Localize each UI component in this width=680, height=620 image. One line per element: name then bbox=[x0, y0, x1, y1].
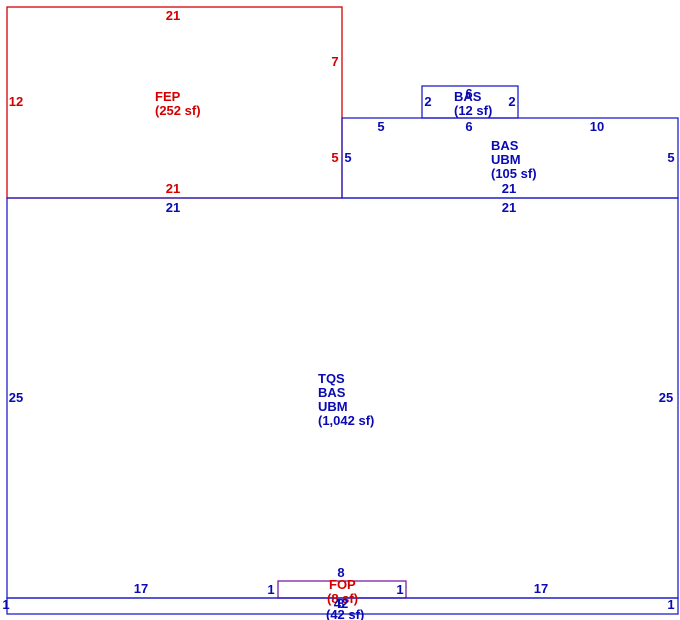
main-code3-label: UBM bbox=[318, 399, 348, 414]
fep-left-dimension: 12 bbox=[9, 94, 23, 109]
fop-top-dimension: 8 bbox=[337, 565, 344, 580]
main-code1-label: TQS bbox=[318, 371, 345, 386]
main-top-left-dimension: 21 bbox=[166, 200, 180, 215]
fep-top-dimension: 21 bbox=[166, 8, 180, 23]
fop-area-label: (8 sf) bbox=[327, 591, 358, 606]
ubm-bottom-dimension: 21 bbox=[502, 181, 516, 196]
fop-bottom-dimension: 8 bbox=[337, 596, 344, 611]
strip-area-label: (42 sf) bbox=[326, 607, 364, 620]
fep-code-label: FEP bbox=[155, 89, 181, 104]
fep-right-dimension: 7 bbox=[331, 54, 338, 69]
bas-ubm-code2-label: UBM bbox=[491, 152, 521, 167]
main-left-dimension: 25 bbox=[9, 390, 23, 405]
bas-small-bottom-dimension: 6 bbox=[465, 119, 472, 134]
fep-area-label: (252 sf) bbox=[155, 103, 201, 118]
ubm-left-dimension: 5 bbox=[344, 150, 351, 165]
main-bottom-right-dimension: 17 bbox=[534, 581, 548, 596]
main-right-dimension: 25 bbox=[659, 390, 673, 405]
main-code2-label: BAS bbox=[318, 385, 346, 400]
fop-right-dimension: 1 bbox=[396, 582, 403, 597]
bas-small-left-dimension: 2 bbox=[424, 94, 431, 109]
strip-bottom-dimension: 42 bbox=[334, 596, 348, 611]
main-area-label: (1,042 sf) bbox=[318, 413, 374, 428]
fep-bottom-dimension: 21 bbox=[166, 181, 180, 196]
fop-code-label: FOP bbox=[329, 577, 356, 592]
bas-small-right-dimension: 2 bbox=[508, 94, 515, 109]
bas-ubm-area-label: (105 sf) bbox=[491, 166, 537, 181]
main-bottom-left-dimension: 17 bbox=[134, 581, 148, 596]
main-top-right-dimension: 21 bbox=[502, 200, 516, 215]
bottom-strip-region bbox=[6, 597, 679, 615]
fep-right-lower-dimension: 5 bbox=[331, 150, 338, 165]
strip-right-dimension: 1 bbox=[667, 597, 674, 612]
bas-small-code-label: BAS bbox=[454, 89, 482, 104]
strip-left-dimension: 1 bbox=[2, 597, 9, 612]
ubm-top-right-dimension: 10 bbox=[590, 119, 604, 134]
bas-small-area-label: (12 sf) bbox=[454, 103, 492, 118]
bas-ubm-code1-label: BAS bbox=[491, 138, 519, 153]
fop-left-dimension: 1 bbox=[267, 582, 274, 597]
ubm-top-left-dimension: 5 bbox=[377, 119, 384, 134]
bas-small-top-dimension: 6 bbox=[465, 86, 472, 101]
ubm-right-dimension: 5 bbox=[667, 150, 674, 165]
